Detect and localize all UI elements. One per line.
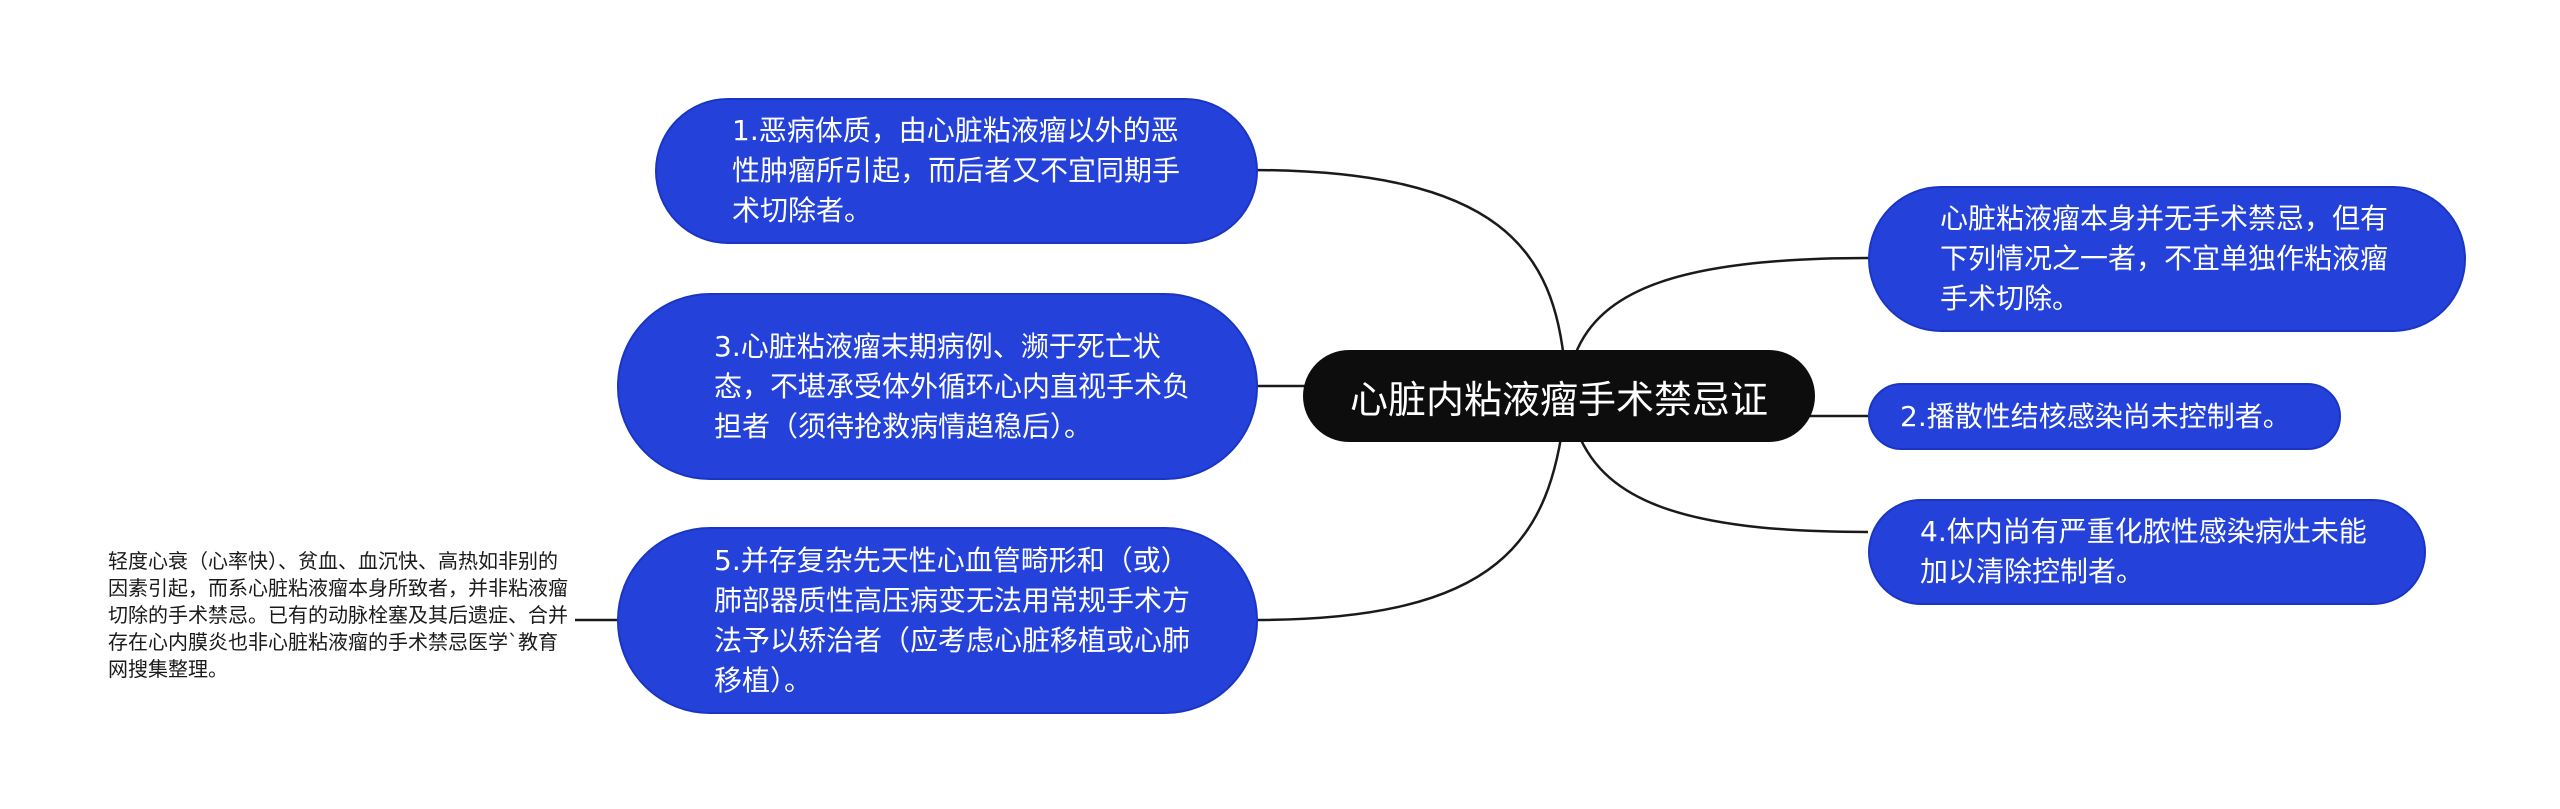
- side-note-text: 轻度心衰（心率快）、贫血、血沉快、高热如非别的因素引起，而系心脏粘液瘤本身所致者…: [108, 549, 568, 681]
- branch-node-4[interactable]: 4.体内尚有严重化脓性感染病灶未能加以清除控制者。: [1868, 499, 2426, 605]
- connector-root-right-0: [1573, 256, 1869, 356]
- branch-node-2-text: 2.播散性结核感染尚未控制者。: [1900, 399, 2291, 433]
- connector-root-left-5: [1254, 409, 1567, 622]
- intro-node[interactable]: 心脏粘液瘤本身并无手术禁忌，但有下列情况之一者，不宜单独作粘液瘤手术切除。: [1868, 186, 2466, 332]
- branch-node-5[interactable]: 5.并存复杂先天性心血管畸形和（或）肺部器质性高压病变无法用常规手术方法予以矫治…: [617, 527, 1258, 714]
- branch-node-1-text: 1.恶病体质，由心脏粘液瘤以外的恶性肿瘤所引起，而后者又不宜同期手术切除者。: [732, 114, 1181, 227]
- branch-node-3[interactable]: 3.心脏粘液瘤末期病例、濒于死亡状态，不堪承受体外循环心内直视手术负担者（须待抢…: [617, 293, 1258, 480]
- root-node[interactable]: 心脏内粘液瘤手术禁忌证: [1303, 350, 1815, 442]
- connector-root-left-1: [1249, 168, 1567, 371]
- branch-node-3-text: 3.心脏粘液瘤末期病例、濒于死亡状态，不堪承受体外循环心内直视手术负担者（须待抢…: [714, 329, 1191, 443]
- branch-node-4-text: 4.体内尚有严重化脓性感染病灶未能加以清除控制者。: [1920, 515, 2367, 588]
- branch-node-2[interactable]: 2.播散性结核感染尚未控制者。: [1868, 383, 2341, 450]
- side-note: 轻度心衰（心率快）、贫血、血沉快、高热如非别的因素引起，而系心脏粘液瘤本身所致者…: [108, 548, 570, 683]
- intro-node-text: 心脏粘液瘤本身并无手术禁忌，但有下列情况之一者，不宜单独作粘液瘤手术切除。: [1940, 202, 2389, 315]
- root-label: 心脏内粘液瘤手术禁忌证: [1349, 377, 1768, 422]
- branch-node-5-text: 5.并存复杂先天性心血管畸形和（或）肺部器质性高压病变无法用常规手术方法予以矫治…: [714, 543, 1191, 697]
- branch-node-1[interactable]: 1.恶病体质，由心脏粘液瘤以外的恶性肿瘤所引起，而后者又不宜同期手术切除者。: [655, 98, 1258, 244]
- connector-root-right-4: [1573, 424, 1869, 534]
